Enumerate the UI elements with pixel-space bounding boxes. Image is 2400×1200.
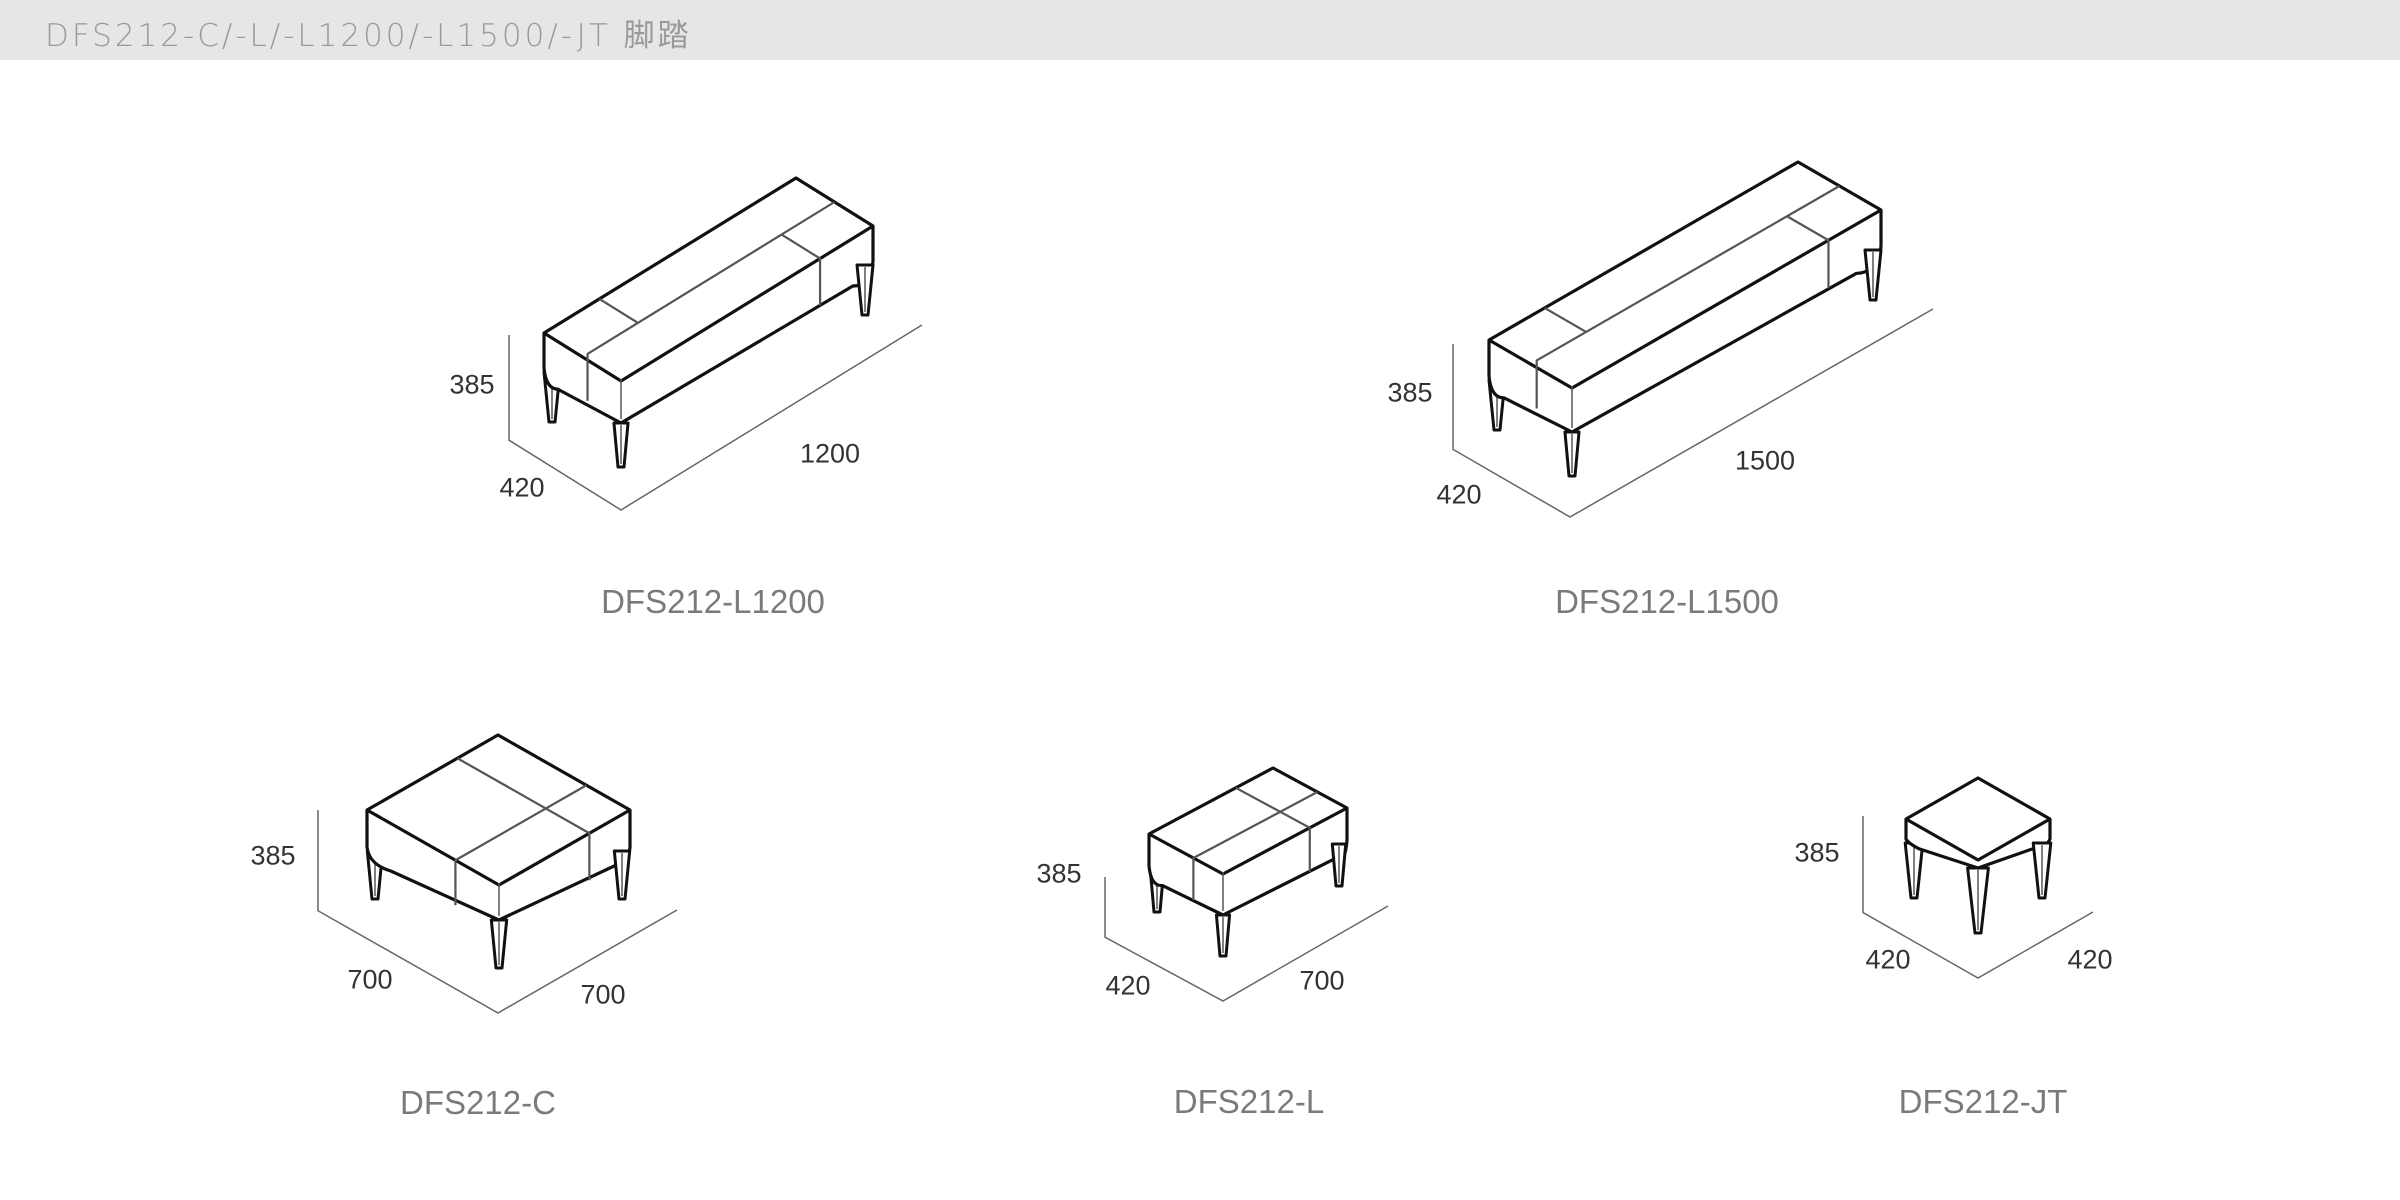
c-depth-label: 700 xyxy=(347,964,393,995)
l1500-seam-1 xyxy=(1544,307,1587,333)
l1500-body-outline xyxy=(1487,160,1883,434)
l1200-dimension-lines xyxy=(508,324,923,511)
l-depth-label: 420 xyxy=(1105,970,1151,1001)
header-bar: DFS212-C/-L/-L1200/-L1500/-JT 脚踏 xyxy=(0,0,2400,60)
jt-height-label: 385 xyxy=(1794,837,1840,868)
jt-dimension-lines xyxy=(1862,816,2094,979)
l-seam-0 xyxy=(1192,791,1318,900)
l1500-seam-0 xyxy=(1535,185,1841,409)
c-seam-1 xyxy=(456,757,591,881)
l1500-height-label: 385 xyxy=(1387,377,1433,408)
l-seam-1 xyxy=(1235,786,1311,872)
jt-depth-label: 420 xyxy=(1865,944,1911,975)
jt-seat-front-edge xyxy=(1905,817,2051,862)
l1500-length-label: 1500 xyxy=(1734,445,1796,476)
c-model-label: DFS212-C xyxy=(400,1084,556,1121)
l1200-seam-1 xyxy=(598,297,639,324)
l-length-label: 700 xyxy=(1299,965,1345,996)
page-title: DFS212-C/-L/-L1200/-L1500/-JT 脚踏 xyxy=(45,18,692,54)
jt-body-outline xyxy=(1904,776,2052,870)
l-model-label: DFS212-L xyxy=(1173,1083,1325,1120)
l1500-dimension-lines xyxy=(1452,308,1934,518)
c-seam-0 xyxy=(454,784,587,906)
l-dimension-lines xyxy=(1104,877,1389,1002)
l1200-model-label: DFS212-L1200 xyxy=(601,583,825,620)
l1500-model-label: DFS212-L1500 xyxy=(1555,583,1779,620)
c-length-label: 700 xyxy=(580,979,626,1010)
l1500-seam-2 xyxy=(1786,215,1830,289)
l-height-label: 385 xyxy=(1036,858,1082,889)
c-height-label: 385 xyxy=(250,840,296,871)
l1200-depth-label: 420 xyxy=(499,472,545,503)
jt-model-label: DFS212-JT xyxy=(1898,1083,2068,1120)
l1200-seam-2 xyxy=(780,233,822,306)
l1200-height-label: 385 xyxy=(449,369,495,400)
jt-length-label: 420 xyxy=(2067,944,2113,975)
l1500-depth-label: 420 xyxy=(1436,479,1482,510)
l-body-outline xyxy=(1147,766,1349,917)
c-dimension-lines xyxy=(317,810,678,1014)
l1200-seam-0 xyxy=(586,201,836,401)
l1200-length-label: 1200 xyxy=(799,438,861,469)
